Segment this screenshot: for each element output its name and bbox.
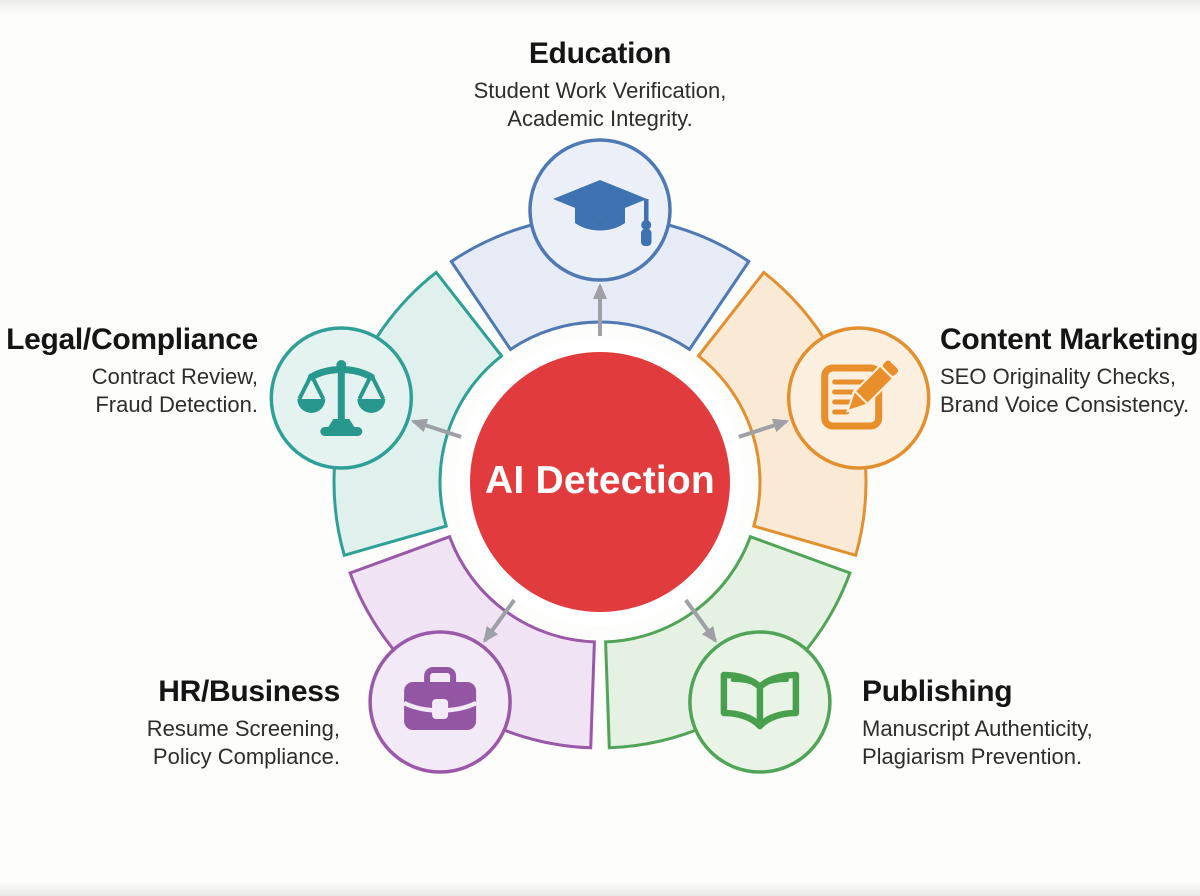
pencil-document-icon [821,358,901,430]
hr-business-label-block: HR/Business Resume Screening, Policy Com… [20,674,341,771]
center-circle [470,352,730,612]
publishing-description: Manuscript Authenticity, Plagiarism Prev… [862,716,1093,769]
legal-compliance-description: Contract Review, Fraud Detection. [91,364,258,417]
content-marketing-title: Content Marketing [940,323,1199,356]
hr-business-description: Resume Screening, Policy Compliance. [146,716,340,769]
legal-compliance-title: Legal/Compliance [6,323,258,356]
arrow-to-hr-business [483,598,516,644]
arrow-to-publishing [684,598,717,644]
education-title: Education [528,37,672,70]
open-book-icon [720,671,800,730]
arrow-to-legal-compliance [410,418,462,439]
content-marketing-description: SEO Originality Checks, Brand Voice Cons… [940,364,1190,417]
briefcase-icon [403,667,478,730]
legal-compliance-label-block: Legal/Compliance Contract Review, Fraud … [0,322,258,419]
publishing-title: Publishing [862,675,1013,708]
education-label-block: Education Student Work Verification, Aca… [400,36,800,133]
education-description: Student Work Verification, Academic Inte… [473,78,727,131]
arrow-to-content-marketing [738,418,790,439]
center-hub-label: AI Detection [485,459,715,502]
graduation-cap-icon [553,180,652,246]
content-marketing-label-block: Content Marketing SEO Originality Checks… [940,322,1200,419]
hr-business-title: HR/Business [158,675,340,708]
publishing-label-block: Publishing Manuscript Authenticity, Plag… [862,674,1182,771]
scales-icon [297,360,386,436]
